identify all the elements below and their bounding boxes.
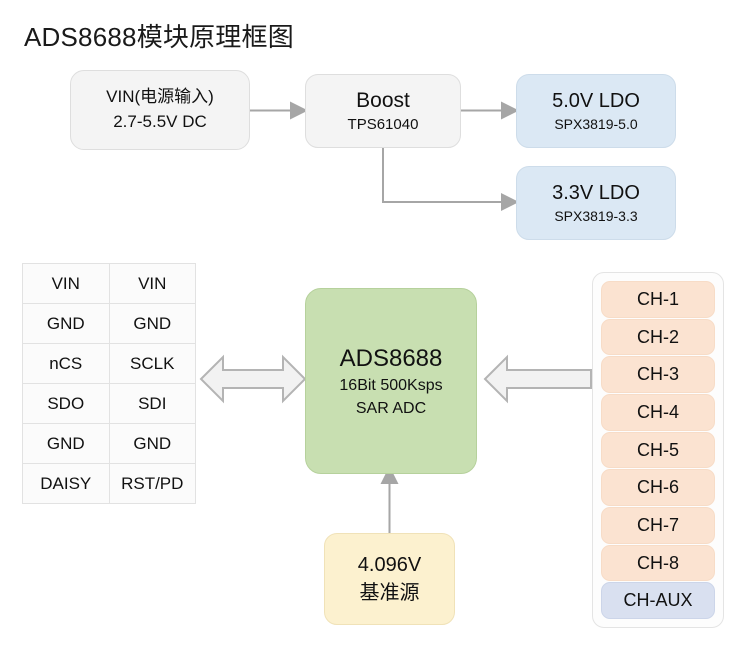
channel-pill-ch-5: CH-5 (601, 431, 715, 469)
ldo-5v-part: SPX3819-5.0 (554, 116, 638, 133)
ads8688-core-block: ADS8688 16Bit 500Ksps SAR ADC (305, 288, 477, 474)
channel-pill-ch-8: CH-8 (601, 544, 715, 582)
ref-label: 基准源 (359, 582, 420, 604)
pin-cell-right: GND (108, 303, 196, 344)
channel-pill-ch-7: CH-7 (601, 507, 715, 544)
pins-to-adc-double-arrow (199, 354, 307, 404)
pin-cell-right: GND (108, 423, 196, 464)
pin-cell-left: SDO (22, 383, 110, 424)
page-title: ADS8688模块原理框图 (24, 22, 294, 52)
channel-pill-ch-1: CH-1 (601, 281, 715, 318)
channel-pill-ch-6: CH-6 (601, 469, 715, 507)
wire-boost-to-ldo33 (382, 148, 519, 211)
channel-pill-ch-3: CH-3 (601, 356, 715, 394)
channel-pill-ch-4: CH-4 (601, 394, 715, 431)
pin-cell-left: GND (22, 423, 110, 464)
pin-cell-left: VIN (22, 263, 110, 304)
ldo-3v3-name: 3.3V LDO (552, 181, 640, 204)
pin-cell-right: SDI (108, 383, 196, 424)
adc-name: ADS8688 (339, 344, 443, 372)
ldo-3v3-part: SPX3819-3.3 (554, 208, 638, 225)
pin-cell-left: nCS (22, 343, 110, 384)
vin-name: VIN(电源输入) (106, 87, 214, 107)
boost-part: TPS61040 (347, 116, 419, 134)
ref-voltage: 4.096V (357, 553, 422, 576)
pin-cell-right: VIN (108, 263, 196, 304)
voltage-reference-block: 4.096V 基准源 (324, 533, 455, 625)
pin-cell-right: RST/PD (108, 463, 196, 504)
ldo-3v3-block: 3.3V LDO SPX3819-3.3 (516, 166, 676, 240)
channel-pill-ch-2: CH-2 (601, 318, 715, 356)
boost-name: Boost (356, 88, 410, 112)
vin-spec: 2.7-5.5V DC (113, 112, 207, 131)
adc-spec: 16Bit 500Ksps (339, 377, 443, 395)
adc-type: SAR ADC (355, 399, 427, 417)
vin-input-block: VIN(电源输入) 2.7-5.5V DC (70, 70, 250, 150)
pin-cell-left: DAISY (22, 463, 110, 504)
pin-cell-right: SCLK (108, 343, 196, 384)
pin-cell-left: GND (22, 303, 110, 344)
channels-to-adc-arrow (483, 354, 592, 404)
channel-pill-ch-aux: CH-AUX (601, 582, 715, 620)
ldo-5v-block: 5.0V LDO SPX3819-5.0 (516, 74, 676, 148)
boost-converter-block: Boost TPS61040 (305, 74, 461, 148)
ldo-5v-name: 5.0V LDO (552, 89, 640, 112)
